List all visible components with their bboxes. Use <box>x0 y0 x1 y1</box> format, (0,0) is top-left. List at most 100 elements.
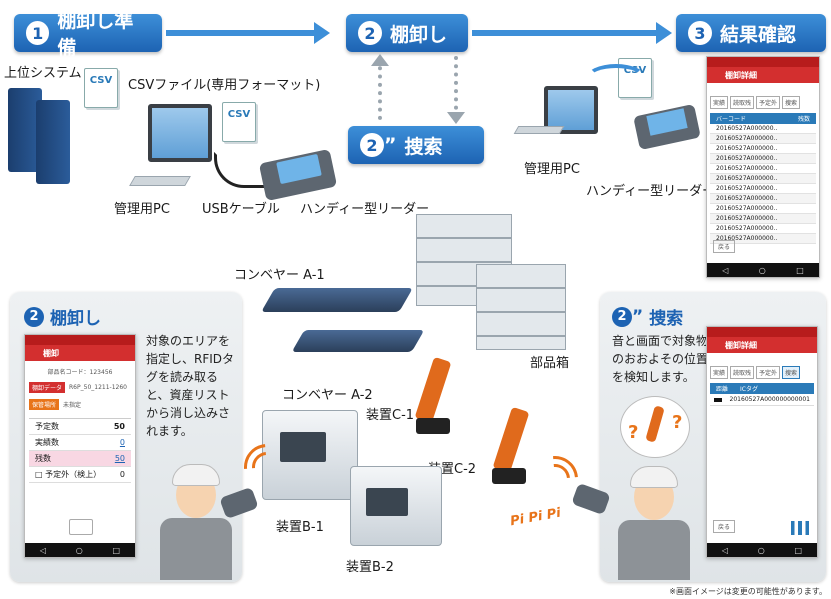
list-item[interactable]: 20160527A000000.. <box>710 144 816 154</box>
step-3-pill: 3 結果確認 <box>676 14 826 52</box>
keyboard-icon <box>513 126 565 134</box>
robot-arm-icon <box>414 356 452 424</box>
tab-remaining[interactable]: 読取残 <box>730 366 755 379</box>
search-result-row[interactable]: 20160527A000000000001 <box>710 394 814 406</box>
csv-file-icon: CSV <box>84 68 118 108</box>
return-arrow <box>586 64 646 92</box>
nav-bar: ◁ ○ □ <box>25 543 135 557</box>
inventory-panel-title: 2 棚卸し <box>24 304 101 329</box>
result-list: 20160527A000000..20160527A000000..201605… <box>710 124 816 244</box>
tab-actual[interactable]: 実績 <box>710 96 729 109</box>
inventory-phone: 棚卸 部品名コード：123456 棚卸データ R6P_50_1211-1260 … <box>24 334 136 558</box>
actual-row: 実績数 0 <box>29 435 131 451</box>
step-1-pill: 1 棚卸し準備 <box>14 10 162 59</box>
recent-nav-icon[interactable]: □ <box>794 545 803 555</box>
row-value[interactable]: 50 <box>114 454 125 463</box>
list-item[interactable]: 20160527A000000.. <box>710 214 816 224</box>
row-value: 0 <box>119 470 125 479</box>
tab-search[interactable]: 捜索 <box>782 366 801 379</box>
server-icon <box>36 100 70 184</box>
row-value[interactable]: 0 <box>119 438 125 447</box>
csv-label: CSV <box>227 109 251 120</box>
conveyor-a1-label: コンベヤー A-1 <box>234 268 325 283</box>
tab-unplanned[interactable]: 予定外 <box>756 366 781 379</box>
step-number: 2 <box>612 306 632 327</box>
dotted-arrow-down <box>454 56 462 118</box>
step-2-pill: 2 棚卸し <box>346 14 468 52</box>
list-item[interactable]: 20160527A000000.. <box>710 234 816 244</box>
tab-actual[interactable]: 実績 <box>710 366 729 379</box>
list-item[interactable]: 20160527A000000.. <box>710 154 816 164</box>
back-button[interactable]: 戻る <box>713 520 736 533</box>
home-nav-icon[interactable]: ○ <box>758 265 766 275</box>
step-2b-pill: 2 ” 捜索 <box>348 126 484 164</box>
worker-icon <box>160 518 232 580</box>
field-label: 棚卸データ <box>29 382 66 393</box>
footnote: ※画面イメージは変更の可能性があります。 <box>669 587 827 596</box>
list-item[interactable]: 20160527A000000.. <box>710 124 816 134</box>
back-button[interactable]: 戻る <box>713 240 736 253</box>
dotted-arrow-up-head <box>371 54 389 66</box>
tab-unplanned[interactable]: 予定外 <box>756 96 781 109</box>
list-item[interactable]: 20160527A000000.. <box>710 174 816 184</box>
tab-row: 実績 読取残 予定外 捜索 <box>707 93 819 109</box>
home-nav-icon[interactable]: ○ <box>757 545 765 555</box>
unplanned-row[interactable]: □ 予定外（検上）0 <box>29 467 131 483</box>
flow-arrow-head <box>314 22 330 44</box>
app-bar: 棚卸 <box>25 345 135 361</box>
robot-base <box>492 468 526 484</box>
question-mark-icon: ? <box>672 412 683 433</box>
search-panel-title: 2 ” 捜索 <box>612 304 683 329</box>
flow-arrow <box>472 30 658 36</box>
home-nav-icon[interactable]: ○ <box>75 545 83 555</box>
recent-nav-icon[interactable]: □ <box>112 545 121 555</box>
admin-pc-label: 管理用PC <box>114 202 170 217</box>
column-header: バーコード <box>716 116 747 123</box>
status-bar <box>707 57 819 67</box>
step-mark: ” <box>632 306 644 327</box>
flow-arrow-head <box>656 22 672 44</box>
inventory-description: 対象のエリアを指定し、RFIDタグを読み取ると、資産リストから消し込みされます。 <box>146 334 235 438</box>
admin-pc-label: 管理用PC <box>524 162 580 177</box>
upper-system-label: 上位システム <box>4 66 82 81</box>
back-nav-icon[interactable]: ◁ <box>721 545 729 555</box>
step-number: 1 <box>26 21 50 45</box>
back-nav-icon[interactable]: ◁ <box>722 265 729 275</box>
panel-title-text: 棚卸し <box>50 309 101 329</box>
tab-search[interactable]: 捜索 <box>782 96 801 109</box>
list-item[interactable]: 20160527A000000.. <box>710 194 816 204</box>
csv-file-icon: CSV <box>222 102 256 142</box>
dotted-arrow-up <box>378 58 386 120</box>
list-item[interactable]: 20160527A000000.. <box>710 134 816 144</box>
device-b2-label: 装置B-2 <box>346 560 394 575</box>
handy-reader-label: ハンディー型リーダー <box>300 202 430 217</box>
row-label: 実績数 <box>35 438 59 447</box>
parts-box-label: 部品箱 <box>530 356 570 371</box>
rfid-read-icon[interactable] <box>69 519 93 535</box>
monitor-icon <box>544 86 598 134</box>
parts-shelf-icon <box>476 264 566 350</box>
back-nav-icon[interactable]: ◁ <box>39 545 47 555</box>
list-item[interactable]: 20160527A000000.. <box>710 204 816 214</box>
list-item[interactable]: 20160527A000000.. <box>710 184 816 194</box>
field-label: 保管場所 <box>29 399 60 410</box>
list-item[interactable]: 20160527A000000.. <box>710 164 816 174</box>
conveyor-a2-label: コンベヤー A-2 <box>282 388 373 403</box>
tab-row: 実績 読取残 予定外 捜索 <box>707 363 817 379</box>
column-header: 距離 <box>716 386 729 393</box>
list-item[interactable]: 20160527A000000.. <box>710 224 816 234</box>
tab-remaining[interactable]: 読取残 <box>730 96 755 109</box>
distance-bar <box>714 397 722 402</box>
step-number: 2 <box>358 21 382 45</box>
monitor-icon <box>148 104 212 162</box>
recent-nav-icon[interactable]: □ <box>796 265 804 275</box>
app-bar: 棚卸詳細 <box>707 67 819 83</box>
device-b1-label: 装置B-1 <box>276 520 324 535</box>
question-mark-icon: ? <box>628 422 639 443</box>
field-value[interactable]: 未指定 <box>63 402 82 409</box>
field-value[interactable]: R6P_50_1211-1260 <box>69 384 127 391</box>
row-value: 50 <box>113 422 125 431</box>
csv-label: CSV <box>89 75 113 86</box>
worker-icon <box>618 520 690 580</box>
